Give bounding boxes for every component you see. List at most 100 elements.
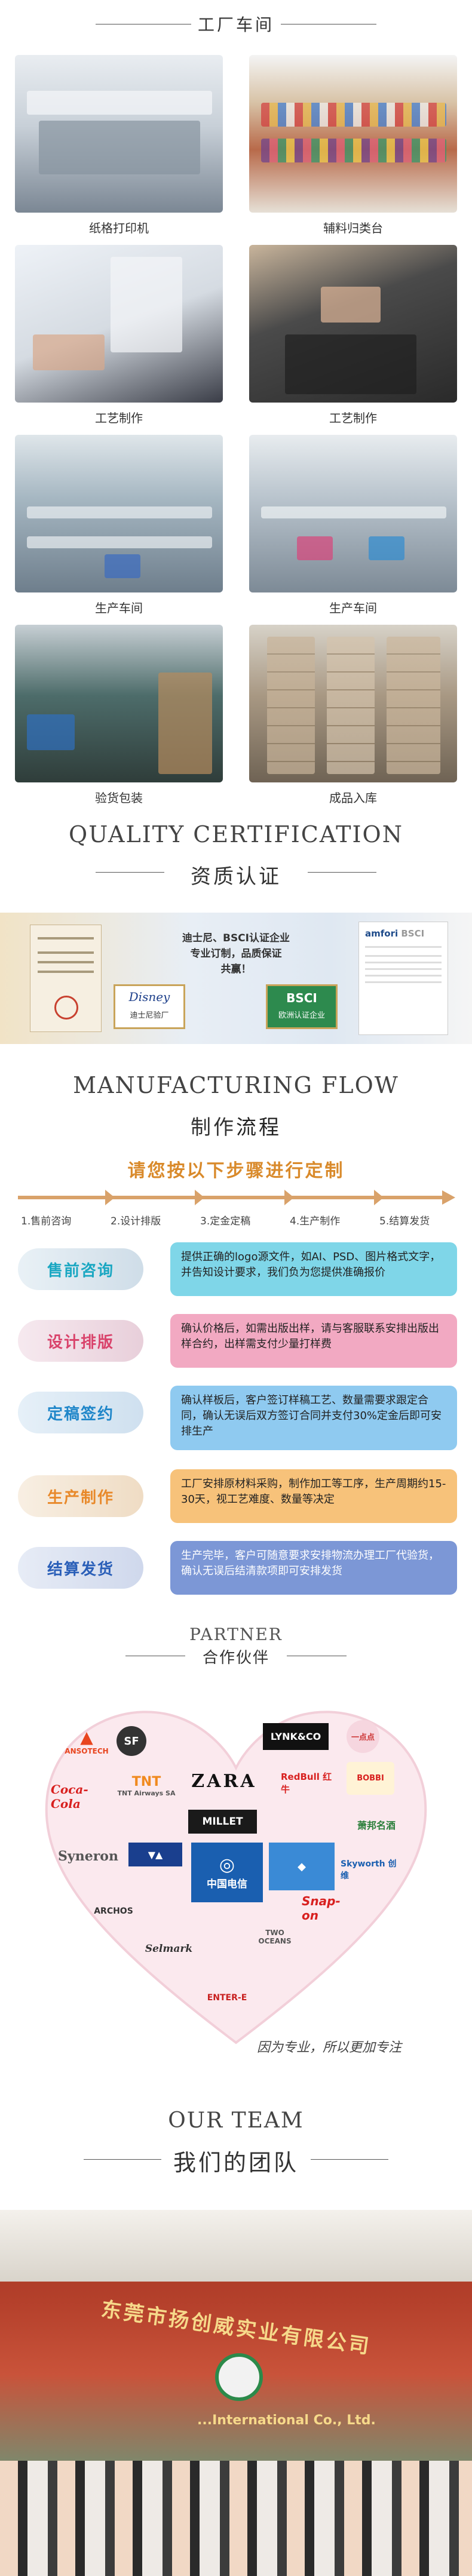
team-title-en: OUR TEAM	[168, 2108, 304, 2133]
craft-photo-2	[249, 245, 457, 403]
caption-6: 生产车间	[329, 601, 377, 615]
team-line-left	[84, 2159, 161, 2160]
flow-row-4-text: 工厂安排原材料采购，制作加工等工序，生产周期约15-30天，视工艺难度、数量等决…	[170, 1469, 457, 1523]
craft-photo-1	[15, 245, 223, 403]
flow-chevron-3	[284, 1190, 294, 1205]
accessories-station-photo	[249, 55, 457, 213]
flow-row-produce: 生产制作 工厂安排原材料采购，制作加工等工序，生产周期约15-30天，视工艺难度…	[18, 1469, 457, 1523]
flow-arrow-line	[18, 1196, 448, 1199]
logo-sf: SF	[117, 1726, 146, 1756]
quality-title-en: QUALITY CERTIFICATION	[69, 821, 403, 848]
pattern-printer-photo	[15, 55, 223, 213]
amfori-bsci: BSCI	[401, 928, 425, 939]
certification-banner: 迪士尼、BSCI认证企业 专业订制，品质保证 共赢！ Disney 迪士尼验厂 …	[0, 913, 472, 1044]
caption-8: 成品入库	[329, 791, 377, 805]
amfori-certificate: amfori BSCI	[358, 922, 448, 1035]
team-group-photo: 东莞市扬创威实业有限公司 ...International Co., Ltd.	[0, 2210, 472, 2576]
logo-redbull: RedBull 红牛	[281, 1771, 332, 1795]
caption-7: 验货包装	[95, 791, 143, 805]
caption-5: 生产车间	[95, 601, 143, 615]
quality-line-left	[96, 872, 164, 873]
bsci-label: 欧洲认证企业	[278, 1011, 325, 1020]
logo-skyworth: Skyworth 创维	[341, 1859, 397, 1881]
flow-title-en: MANUFACTURING FLOW	[73, 1072, 399, 1098]
flow-row-sign: 定稿签约 确认样板后，客户签订样稿工艺、数量需要求跟定合同，确认无误后双方签订合…	[18, 1386, 457, 1451]
flow-chevron-2	[195, 1190, 204, 1205]
logo-two-oceans: TWO OCEANS	[258, 1928, 292, 1945]
flow-title-zh: 制作流程	[0, 1111, 472, 1140]
team-title-zh: 我们的团队	[173, 2150, 299, 2176]
flow-row-5-text: 生产完毕，客户可随意要求安排物流办理工厂代验货，确认无误后结清款项即可安排发货	[170, 1541, 457, 1595]
bsci-badge: BSCI 欧洲认证企业	[266, 984, 338, 1029]
flow-row-2-name: 设计排版	[18, 1320, 143, 1362]
partner-slogan: 因为专业，所以更加专注	[257, 2040, 402, 2055]
amfori-logo: amfori	[365, 928, 399, 939]
flow-row-4-name: 生产制作	[18, 1475, 143, 1517]
logo-blue-square: ◆	[269, 1843, 335, 1890]
logo-bobbi: BOBBI	[347, 1762, 394, 1795]
flow-row-3-text: 确认样板后，客户签订样稿工艺、数量需要求跟定合同，确认无误后双方签订合同并支付3…	[170, 1386, 457, 1450]
quality-line-right	[308, 872, 376, 873]
caption-3: 工艺制作	[95, 411, 143, 425]
partner-title-zh: 合作伙伴	[202, 1649, 269, 1667]
logo-selmark: Selmark	[145, 1942, 193, 1955]
quality-title-zh: 资质认证	[191, 865, 281, 889]
flow-chevron-4	[374, 1190, 384, 1205]
disney-logo: Disney	[128, 990, 170, 1004]
logo-millet: MILLET	[188, 1810, 257, 1834]
team-members	[0, 2461, 472, 2576]
warehouse-photo	[249, 625, 457, 782]
flow-row-5-name: 结算发货	[18, 1547, 143, 1589]
logo-syneron: Syneron	[58, 1848, 118, 1864]
certificate-doc-left	[30, 925, 102, 1032]
logo-zara: ZARA	[191, 1771, 257, 1792]
caption-1: 纸格打印机	[89, 221, 149, 235]
logo-archos: ARCHOS	[94, 1906, 133, 1916]
flow-chevron-1	[105, 1190, 115, 1205]
cert-line-3: 共赢！	[220, 963, 252, 975]
flow-title-prefix: 制作	[191, 1116, 236, 1140]
logo-yidiandian: 一点点	[347, 1720, 379, 1753]
flow-row-3-name: 定稿签约	[18, 1392, 143, 1433]
flow-step-5: 5.结算发货	[379, 1215, 430, 1227]
bsci-logo: BSCI	[286, 991, 317, 1005]
logo-cocacola: Coca-Cola	[51, 1782, 88, 1811]
disney-label: 迪士尼验厂	[130, 1011, 169, 1020]
flow-row-1-name: 售前咨询	[18, 1248, 143, 1290]
flow-row-1-text: 提供正确的logo源文件，如AI、PSD、图片格式文字，并告知设计要求，我们负为…	[170, 1242, 457, 1296]
logo-vanguard: ▼▲	[128, 1843, 182, 1866]
flow-step-2: 2.设计排版	[111, 1215, 161, 1227]
flow-row-ship: 结算发货 生产完毕，客户可随意要求安排物流办理工厂代验货，确认无误后结清款项即可…	[18, 1541, 457, 1595]
partner-title-en: PARTNER	[189, 1625, 283, 1644]
flow-row-consult: 售前咨询 提供正确的logo源文件，如AI、PSD、图片格式文字，并告知设计要求…	[18, 1242, 457, 1296]
flow-arrow-head	[442, 1190, 455, 1205]
logo-wine: 萧邦名酒	[357, 1820, 396, 1831]
caption-2: 辅料归类台	[323, 221, 383, 235]
flow-step-3: 3.定金定稿	[200, 1215, 251, 1227]
flow-row-2-text: 确认价格后，如需出版出样，请与客服联系安排出版出样合约，出样需支付少量打样费	[170, 1314, 457, 1368]
workshop-photo-2	[249, 435, 457, 592]
logo-lynkco: LYNK&CO	[263, 1723, 329, 1750]
company-logo-icon	[215, 2353, 263, 2401]
logo-enter-e: ENTER-E	[207, 1993, 247, 2003]
logo-china-telecom: ◎中国电信	[191, 1843, 263, 1902]
caption-4: 工艺制作	[329, 411, 377, 425]
team-line-right	[311, 2159, 388, 2160]
ceiling	[0, 2210, 472, 2282]
workshop-photo-1	[15, 435, 223, 592]
inspection-photo	[15, 625, 223, 782]
logo-snapon: Snap-on	[302, 1894, 341, 1923]
company-sign-en: ...International Co., Ltd.	[197, 2413, 376, 2428]
factory-title: 工厂车间	[197, 15, 274, 35]
disney-badge: Disney 迪士尼验厂	[114, 984, 185, 1029]
flow-title-suffix: 流程	[236, 1116, 281, 1140]
flow-subtitle: 请您按以下步骤进行定制	[127, 1160, 345, 1181]
flow-step-4: 4.生产制作	[290, 1215, 341, 1227]
flow-row-design: 设计排版 确认价格后，如需出版出样，请与客服联系安排出版出样合约，出样需支付少量…	[18, 1314, 457, 1368]
logo-ansotech: ▲ANSOTECH	[65, 1727, 109, 1755]
cert-line-2: 专业订制，品质保证	[190, 948, 282, 960]
cert-line-1: 迪士尼、BSCI认证企业	[182, 932, 290, 944]
flow-step-1: 1.售前咨询	[21, 1215, 72, 1227]
